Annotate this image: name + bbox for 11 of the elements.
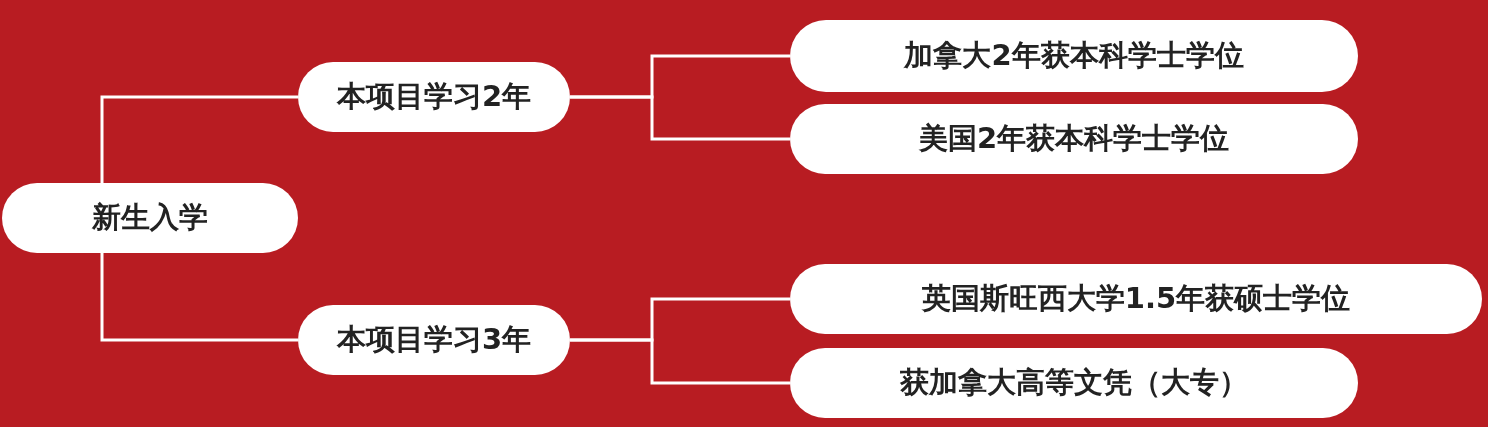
connector-line [570,95,790,141]
box-label: 加拿大2年获本科学士学位 [904,37,1244,74]
box-label: 本项目学习2年 [336,78,532,115]
connector-line [100,95,298,183]
box-label: 新生入学 [92,199,208,236]
box-label: 本项目学习3年 [336,321,532,358]
box-label: 获加拿大高等文凭（大专） [900,364,1248,401]
connector-line [100,253,298,342]
box-label: 英国斯旺西大学1.5年获硕士学位 [921,280,1351,317]
box-label: 美国2年获本科学士学位 [918,120,1230,157]
connector-line [570,338,790,385]
